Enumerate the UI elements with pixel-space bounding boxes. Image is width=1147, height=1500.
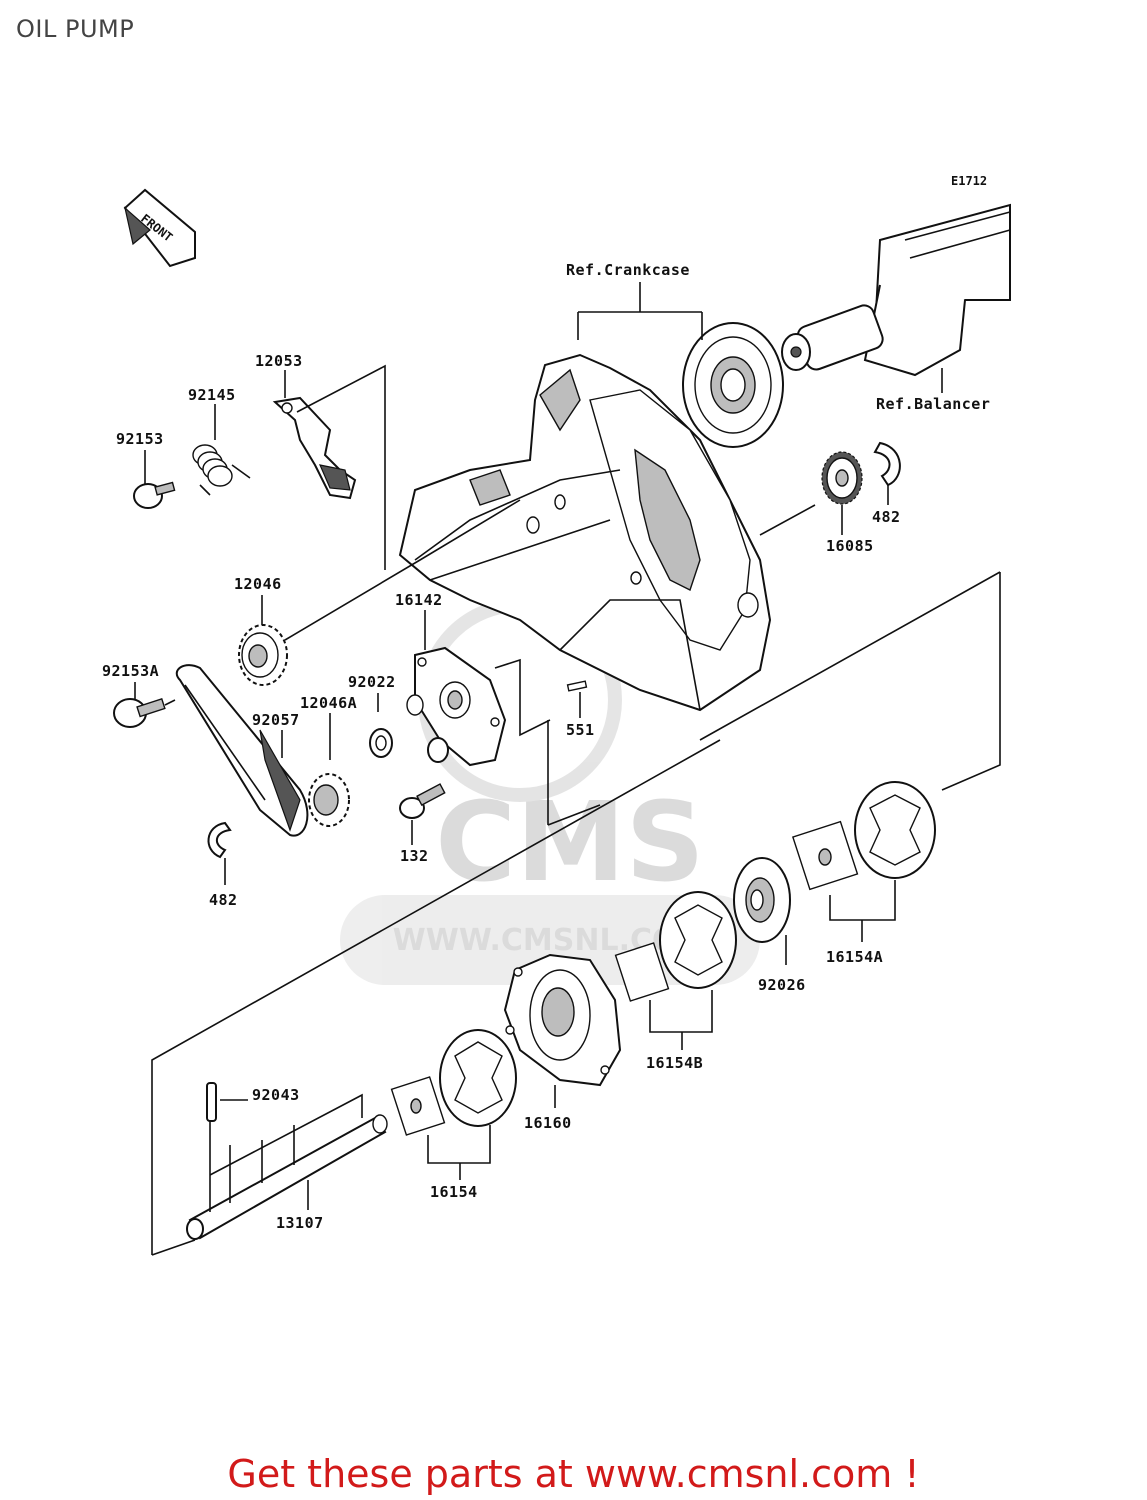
part-label-16154: 16154 (430, 1183, 478, 1201)
washer-92022 (369, 694, 449, 763)
chain-guide-12053 (272, 396, 357, 500)
circlip-482-left (207, 821, 232, 859)
part-label-92153: 92153 (116, 430, 164, 448)
gear-16085 (821, 451, 863, 505)
outer-rotor-16154A (791, 781, 936, 891)
part-label-12046A: 12046A (300, 694, 357, 712)
bolt-132 (399, 783, 446, 819)
part-label-16154A: 16154A (826, 948, 883, 966)
balancer-shaft (781, 203, 1011, 377)
page-title: OIL PUMP (16, 15, 135, 43)
exploded-parts-diagram: WWW.CMSNL.COM CMS FRONT E1712 Ref.Balanc… (102, 174, 1011, 1256)
diagram-ref-code: E1712 (951, 174, 987, 188)
bolt-92153 (133, 481, 176, 509)
sprocket-12046 (238, 624, 288, 686)
bearing (682, 322, 784, 448)
pump-housing-16160 (503, 953, 622, 1087)
ref-balancer-label: Ref.Balancer (876, 395, 990, 413)
part-label-482-right: 482 (872, 508, 901, 526)
front-arrow-icon: FRONT (123, 188, 196, 268)
part-label-16085: 16085 (826, 537, 874, 555)
spring-92145 (192, 444, 251, 496)
outer-rotor-16154B (614, 891, 737, 1002)
part-label-92057: 92057 (252, 711, 300, 729)
cover-plate-16142 (414, 646, 507, 767)
footer-cta-link[interactable]: Get these parts at www.cmsnl.com ! (227, 1452, 920, 1496)
part-label-16142: 16142 (395, 591, 443, 609)
part-label-482-left: 482 (209, 891, 238, 909)
watermark-brand: CMS (435, 778, 704, 906)
dowel-551 (566, 680, 588, 692)
part-label-92153A: 92153A (102, 662, 159, 680)
sprocket-12046A (308, 773, 350, 827)
part-label-92145: 92145 (188, 386, 236, 404)
part-label-92043: 92043 (252, 1086, 300, 1104)
circlip-482-right (873, 441, 901, 487)
plate-92026 (733, 857, 791, 943)
part-label-551: 551 (566, 721, 595, 739)
bolt-92153A (113, 698, 166, 728)
chain-92057 (175, 664, 309, 837)
part-label-92026: 92026 (758, 976, 806, 994)
pump-shaft-13107 (186, 1093, 388, 1240)
part-label-92022: 92022 (348, 673, 396, 691)
crankcase (398, 353, 772, 712)
part-label-12046: 12046 (234, 575, 282, 593)
part-label-16160: 16160 (524, 1114, 572, 1132)
part-label-12053: 12053 (255, 352, 303, 370)
pin-92043 (206, 1082, 217, 1122)
ref-crankcase-label: Ref.Crankcase (566, 261, 690, 279)
part-label-13107: 13107 (276, 1214, 324, 1232)
part-label-132: 132 (400, 847, 429, 865)
part-label-16154B: 16154B (646, 1054, 703, 1072)
outer-rotor-16154 (390, 1029, 517, 1136)
